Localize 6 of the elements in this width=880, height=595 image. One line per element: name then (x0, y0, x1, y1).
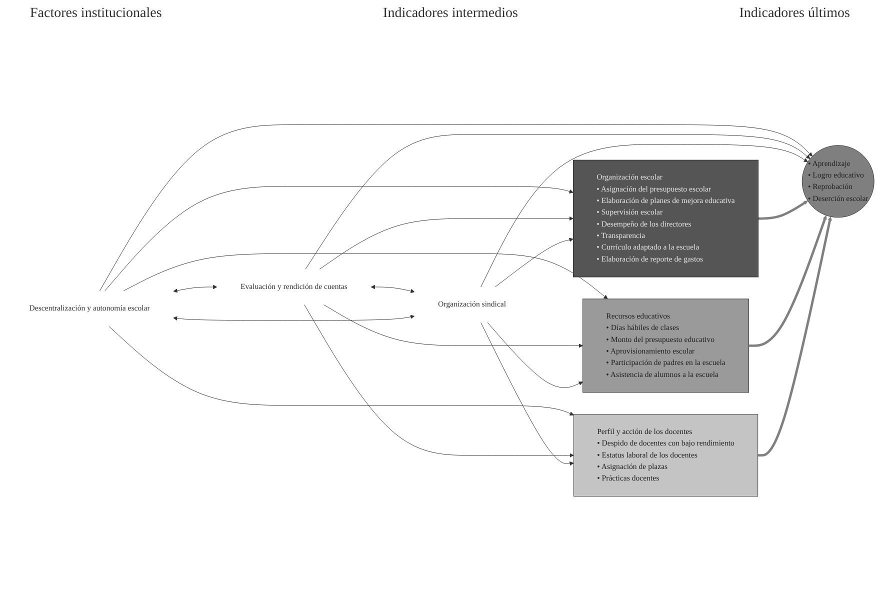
column-heading: Factores institucionales (30, 6, 162, 23)
arrow (748, 215, 827, 347)
column-heading: Indicadores últimos (739, 6, 850, 23)
arrow (758, 216, 832, 457)
column-heading: Indicadores intermedios (383, 6, 518, 23)
arrow (758, 200, 808, 220)
